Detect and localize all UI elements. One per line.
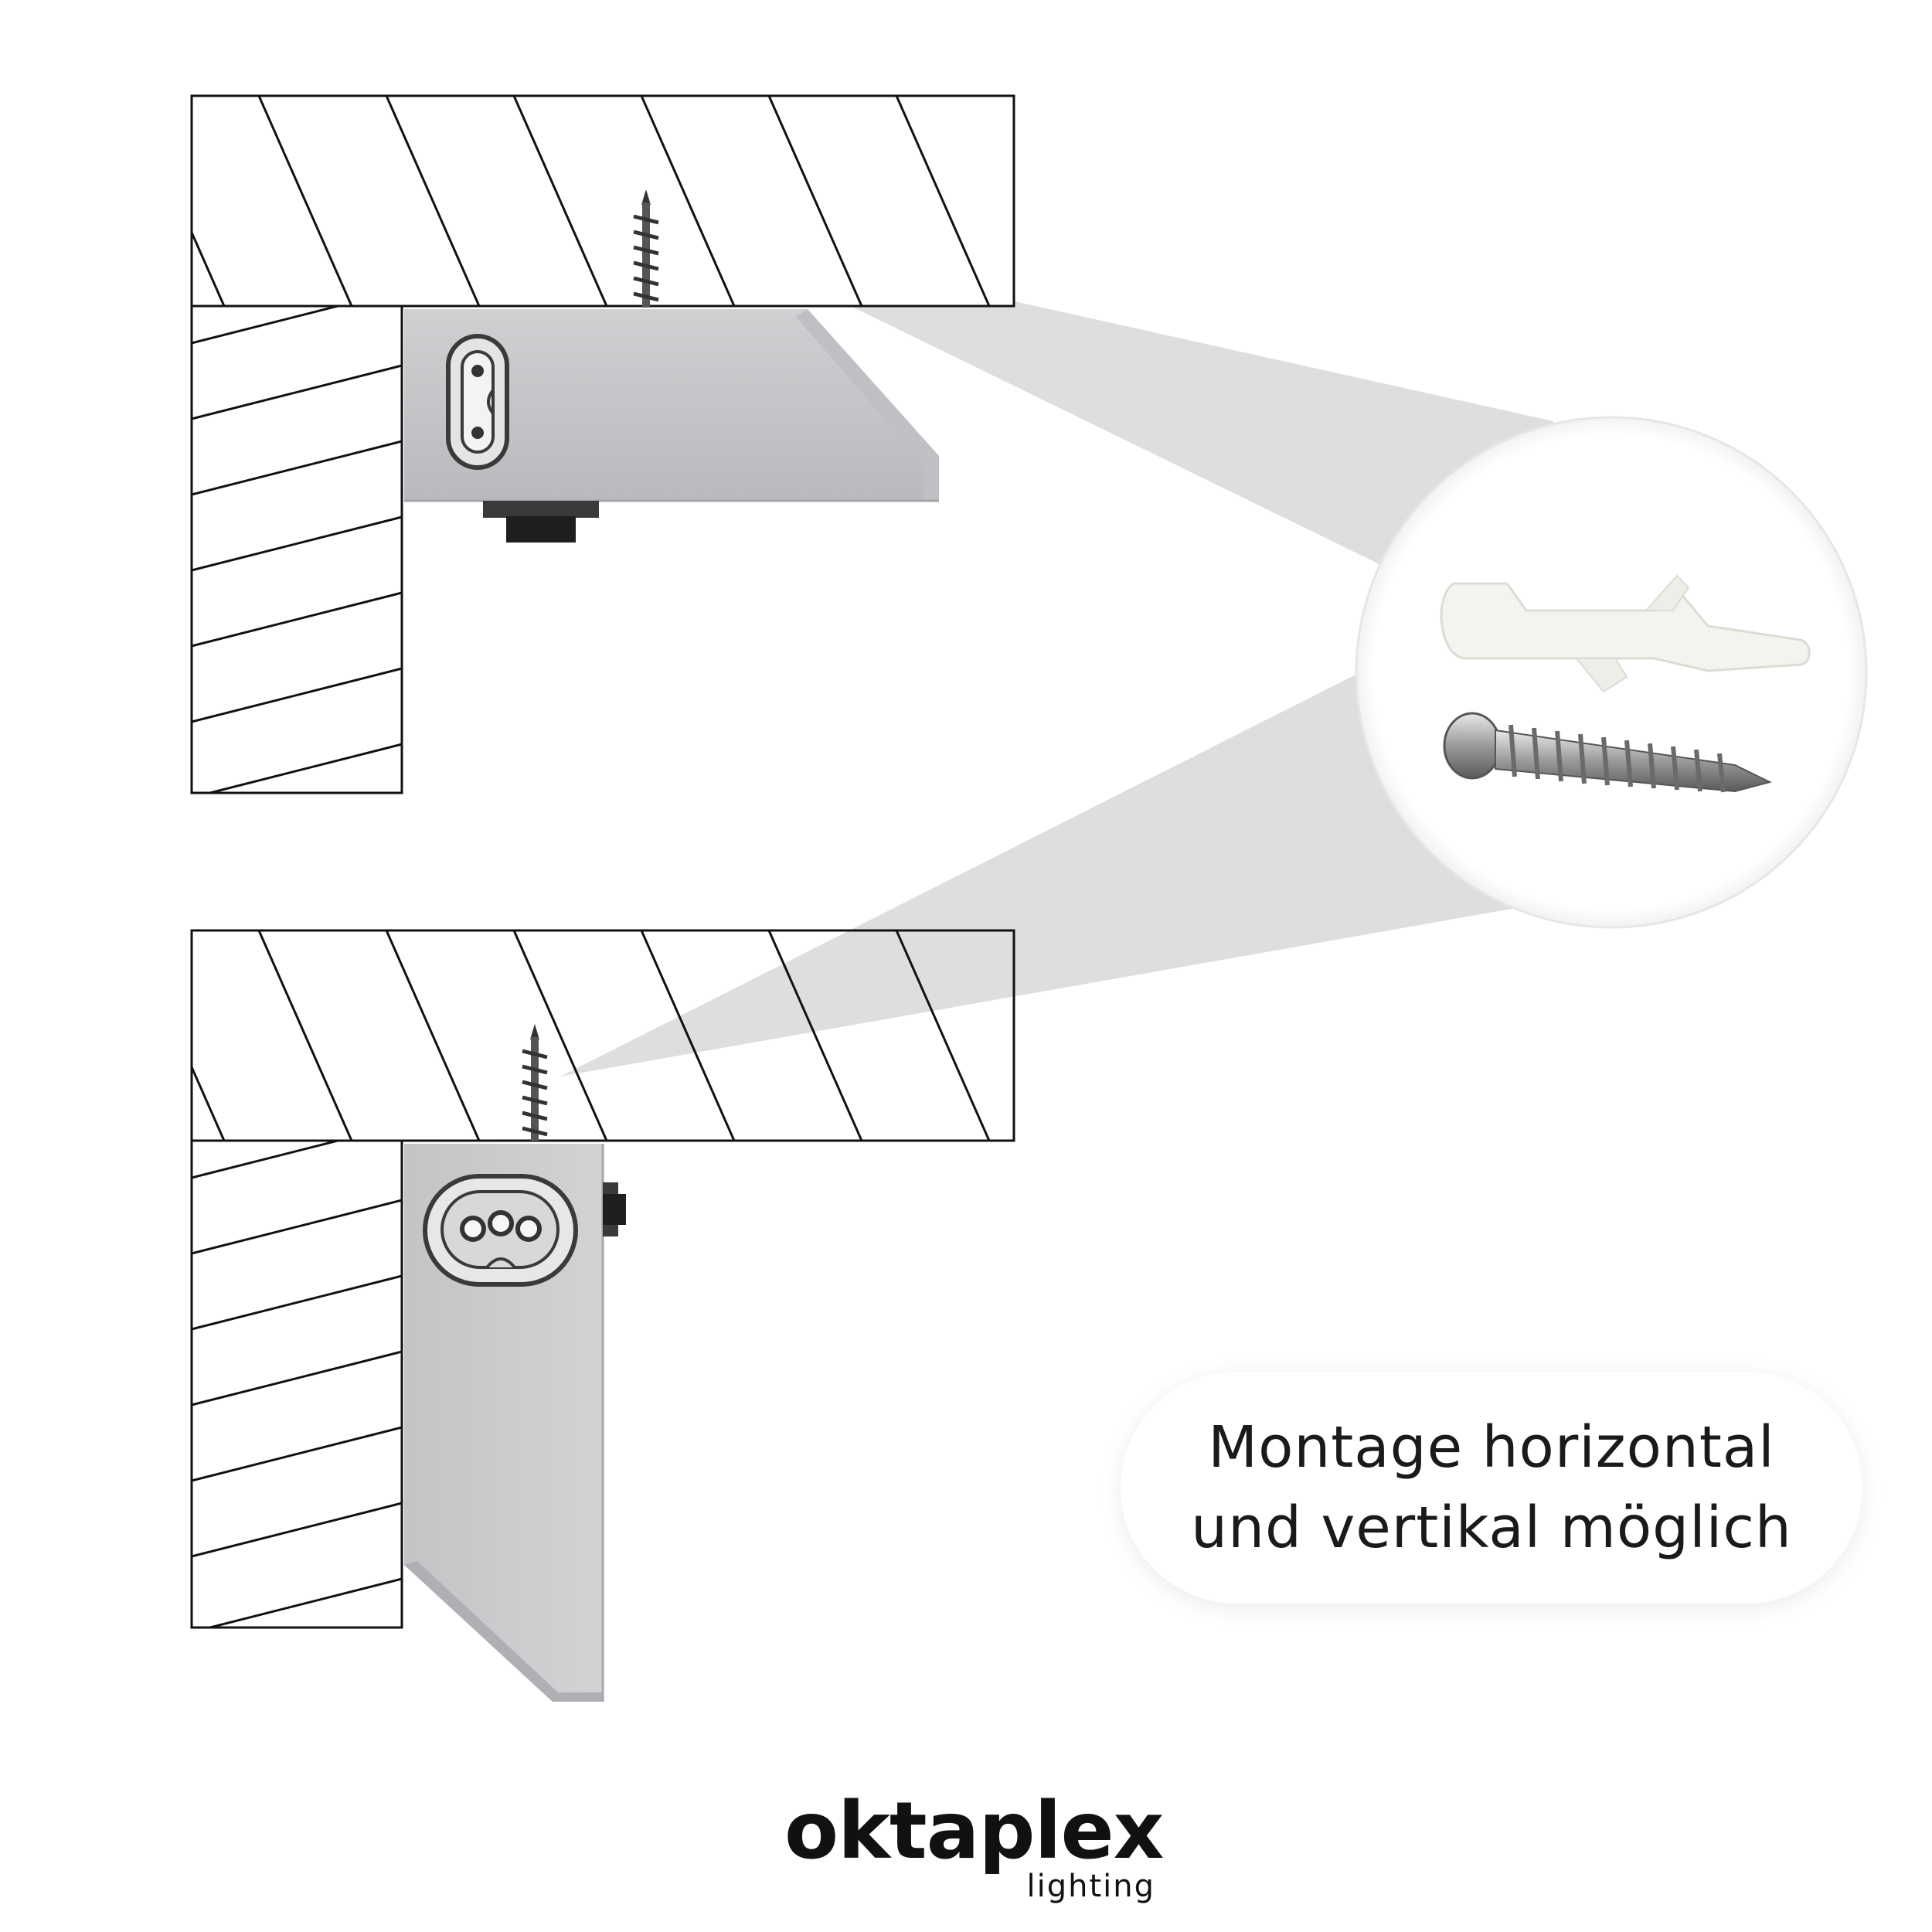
screw-icon — [633, 189, 659, 308]
ceiling-section-bottom — [190, 929, 1015, 1142]
brand-logo: oktaplex lighting — [784, 1785, 1164, 1904]
wall-section-top — [190, 304, 403, 794]
connector-housing-horizontal — [404, 309, 939, 543]
caption-bubble: Montage horizontal und vertikal möglich — [1121, 1372, 1862, 1604]
ceiling-section-top — [190, 94, 1015, 308]
switch-bottom — [483, 501, 599, 518]
caption-line-1: Montage horizontal — [1208, 1414, 1775, 1481]
screw-detail-icon — [1443, 712, 1772, 793]
connector-housing-vertical — [404, 1144, 626, 1702]
wall-section-bottom — [190, 1139, 403, 1629]
brand-name: oktaplex — [784, 1785, 1164, 1877]
screw-icon — [522, 1024, 548, 1142]
wall-plug-icon — [1440, 574, 1811, 693]
caption-line-2: und vertikal möglich — [1191, 1495, 1792, 1561]
projection-beam-bottom — [560, 672, 1538, 1077]
brand-sub: lighting — [1026, 1869, 1155, 1904]
projection-beam-top — [696, 230, 1553, 649]
detail-zoom-circle — [1355, 416, 1868, 929]
